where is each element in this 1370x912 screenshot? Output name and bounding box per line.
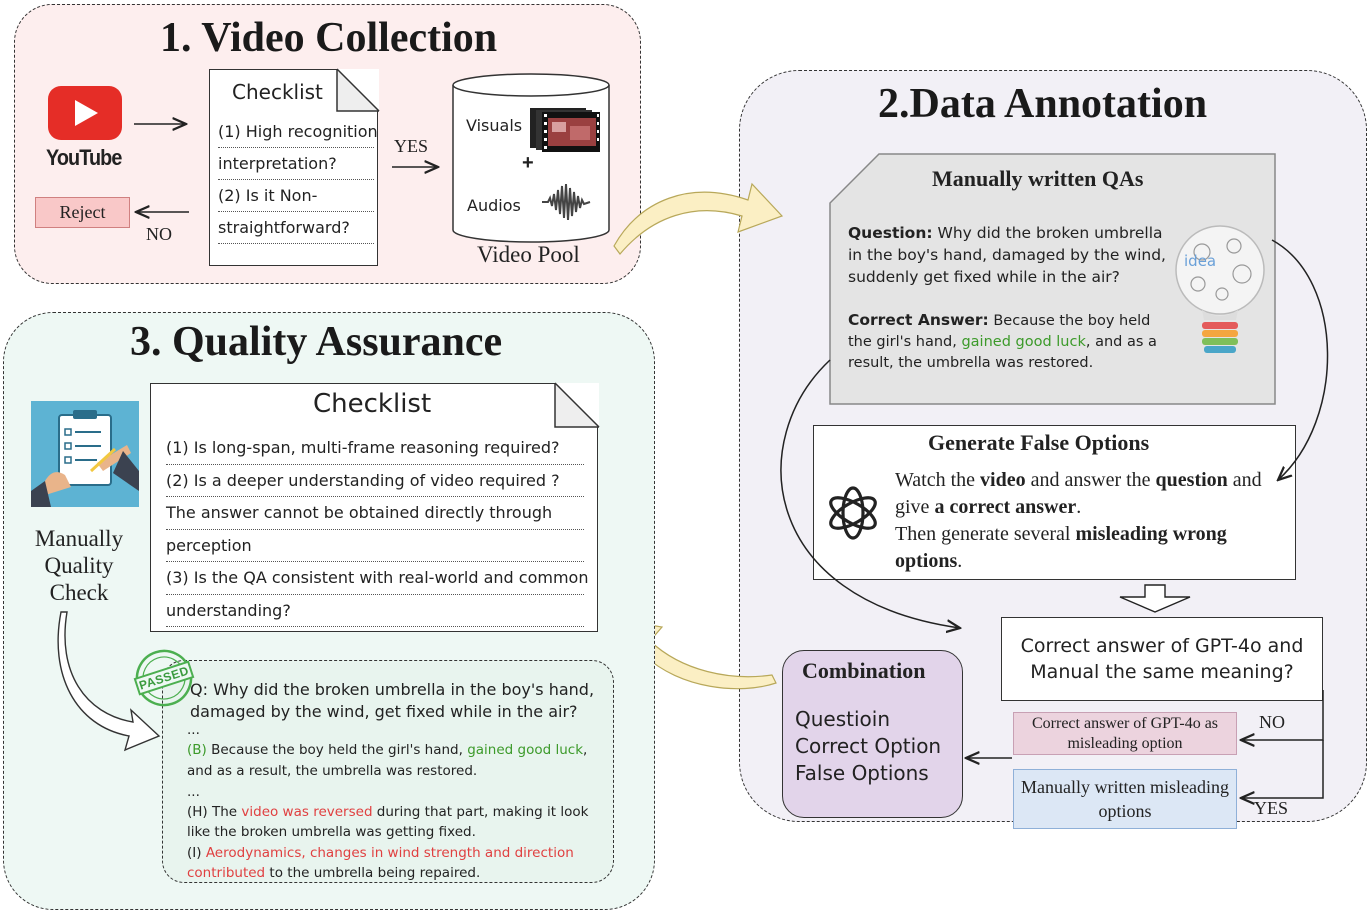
youtube-label: YouTube: [46, 145, 122, 170]
idea-label: idea: [1184, 252, 1217, 270]
qa-result-box: [162, 660, 614, 883]
audios-label: Audios: [467, 196, 521, 215]
manual-check-line: Quality: [44, 553, 114, 578]
yes-label: YES: [394, 136, 429, 156]
visuals-label: Visuals: [466, 116, 523, 135]
manual-check-line: Check: [49, 580, 109, 605]
video-checklist-item: (1) High recognition: [218, 116, 378, 148]
ellipsis: ...: [187, 783, 200, 800]
option-h: (H) The video was reversed during that p…: [187, 802, 605, 843]
gen-bold: misleading wrong options: [895, 523, 1227, 572]
qa-box-shape: [829, 153, 1276, 405]
generate-instructions: Watch the video and answer the question …: [895, 467, 1285, 575]
gen-text: and give: [895, 469, 1262, 518]
annotation-no-label: NO: [1259, 712, 1285, 732]
combination-item: Questioin: [795, 707, 891, 731]
annotation-yes-label: YES: [1254, 798, 1289, 818]
youtube-logo: YouTube: [46, 86, 126, 170]
page-fold-icon: [553, 381, 600, 428]
gen-text: and answer the: [1025, 469, 1156, 491]
option-text: to the umbrella being repaired.: [265, 865, 481, 882]
clipboard-check-icon: [31, 401, 139, 507]
quality-checklist-item: (2) Is a deeper understanding of video r…: [166, 465, 584, 497]
option-b-highlight: gained good luck: [467, 742, 584, 759]
combination-item: False Options: [795, 761, 929, 785]
openai-logo-icon: [829, 486, 877, 540]
video-pool-label: Video Pool: [477, 242, 580, 267]
quality-checklist-item: perception: [166, 530, 584, 562]
plus-label: +: [522, 152, 534, 174]
no-label: NO: [146, 224, 172, 244]
answer-highlight: gained good luck: [961, 334, 1086, 350]
gen-bold: question: [1155, 469, 1228, 491]
option-h-label: (H) The: [187, 804, 242, 821]
answer-post: , and as a result, the umbrella was rest…: [848, 334, 1157, 371]
manual-check-line: Manually: [34, 526, 124, 551]
qa-title: Manually written QAs: [932, 166, 1144, 191]
generate-title: Generate False Options: [928, 430, 1150, 455]
ellipsis: ...: [187, 722, 200, 738]
qa-result-question: Q: Why did the broken umbrella in the bo…: [190, 680, 595, 721]
option-text: Because the boy held the girl's hand,: [206, 742, 468, 759]
gen-text: .: [1076, 496, 1082, 518]
flow-arrow-collection-to-annotation: [613, 182, 784, 255]
compare-box: Correct answer of GPT-4o and Manual the …: [1001, 617, 1323, 701]
quality-checklist-title: Checklist: [313, 389, 432, 419]
combination-item: Correct Option: [795, 734, 942, 758]
question-label: Question:: [848, 224, 933, 242]
combination-box: [782, 650, 963, 818]
answer-label: Correct Answer:: [848, 311, 989, 329]
qa-answer: Correct Answer: Because the boy held the…: [848, 310, 1168, 374]
gen-bold: video: [980, 469, 1026, 491]
option-b: (B) Because the boy held the girl's hand…: [187, 740, 605, 781]
gpt-misleading-box: Correct answer of GPT-4o as misleading o…: [1013, 712, 1237, 755]
lightbulb-idea-icon: idea: [1172, 222, 1268, 362]
quality-assurance-title: 3. Quality Assurance: [130, 319, 503, 365]
reject-box: Reject: [35, 197, 130, 228]
manual-misleading-box: Manually written misleading options: [1013, 769, 1237, 829]
video-checklist: Checklist (1) High recognition interpret…: [209, 67, 380, 266]
manual-check-label: Manually Quality Check: [20, 525, 138, 606]
option-i-label: (I): [187, 844, 206, 861]
combination-title: Combination: [802, 658, 926, 683]
panel1-arrows: [134, 0, 650, 290]
gen-text: Watch the: [895, 469, 981, 491]
video-checklist-item: (2) Is it Non-: [218, 180, 374, 212]
quality-checklist-item: understanding?: [166, 595, 584, 627]
question-text: Why did the broken umbrella in the boy's…: [848, 224, 1166, 286]
answer-pre: Because the boy held the girl's hand,: [848, 313, 1151, 350]
option-h-highlight: video was reversed: [241, 804, 373, 821]
gen-bold: a correct answer: [934, 496, 1077, 518]
video-collection-title: 1. Video Collection: [160, 15, 498, 61]
gen-text: Then generate several: [895, 523, 1076, 545]
data-annotation-title: 2.Data Annotation: [878, 81, 1208, 127]
quality-checklist-item: (1) Is long-span, multi-frame reasoning …: [166, 432, 584, 465]
option-text: during that part, making it look like th…: [187, 804, 589, 841]
audio-wave-icon: [542, 183, 591, 221]
gen-text: .: [957, 550, 963, 572]
youtube-play-icon: [48, 86, 122, 140]
quality-checklist-item: (3) Is the QA consistent with real-world…: [166, 562, 588, 595]
option-b-label: (B): [187, 742, 207, 759]
qa-result-options: ... (B) Because the boy held the girl's …: [187, 720, 605, 883]
qa-question: Question: Why did the broken umbrella in…: [848, 222, 1176, 288]
video-checklist-item: straightforward?: [218, 212, 374, 244]
video-checklist-item: interpretation?: [218, 148, 374, 180]
video-checklist-title: Checklist: [232, 80, 323, 104]
passed-stamp-icon: PASSED: [126, 640, 202, 716]
film-strip-icon: [530, 108, 600, 152]
combination-list: Questioin Correct Option False Options: [795, 706, 941, 787]
page-fold-icon: [335, 67, 380, 112]
generate-false-options-box: [813, 425, 1296, 580]
quality-checklist: Checklist (1) Is long-span, multi-frame …: [150, 381, 600, 632]
option-i: (I) Aerodynamics, changes in wind streng…: [187, 843, 605, 884]
option-text: , and as a result, the umbrella was rest…: [187, 742, 588, 779]
manual-check-arrow: [57, 611, 161, 752]
quality-checklist-item: The answer cannot be obtained directly t…: [166, 497, 584, 530]
option-i-highlight: Aerodynamics, changes in wind strength a…: [187, 844, 574, 882]
